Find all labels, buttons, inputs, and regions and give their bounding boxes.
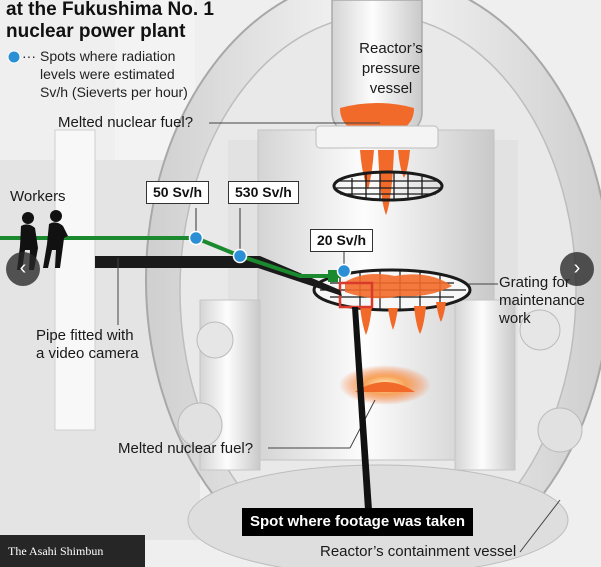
containment-vessel-label: Reactor’s containment vessel — [320, 543, 517, 560]
previous-button[interactable]: ‹ — [6, 252, 40, 286]
pipe-label-2: a video camera — [36, 345, 139, 362]
next-button[interactable]: › — [560, 252, 594, 286]
radiation-value-530: 530 Sv/h — [228, 181, 299, 204]
pipe-label-1: Pipe fitted with — [36, 327, 134, 344]
title-line-2: nuclear power plant — [6, 21, 186, 42]
radiation-value-50: 50 Sv/h — [146, 181, 210, 204]
radiation-value-20: 20 Sv/h — [310, 229, 374, 252]
legend-line-3: Sv/h (Sieverts per hour) — [40, 84, 188, 100]
footage-spot-label: Spot where footage was taken — [242, 508, 474, 536]
pressure-vessel-label-3: vessel — [369, 80, 413, 97]
pressure-vessel-label-1: Reactor’s — [359, 40, 423, 57]
pressure-vessel-label-2: pressure — [361, 60, 421, 77]
melted-fuel-lower-label: Melted nuclear fuel? — [118, 440, 254, 457]
workers-label: Workers — [10, 188, 66, 205]
legend-line-1: Spots where radiation — [40, 48, 176, 64]
grating-label-2: maintenance — [499, 292, 585, 309]
legend-line-2: levels were estimated — [40, 66, 175, 82]
melted-fuel-upper-label: Melted nuclear fuel? — [58, 114, 194, 131]
grating-label-1: Grating for — [499, 274, 570, 291]
chevron-left-icon: ‹ — [19, 257, 27, 279]
legend-marker: ··· — [22, 48, 36, 64]
credit-label: The Asahi Shimbun — [0, 535, 145, 567]
grating-label-3: work — [499, 310, 531, 327]
chevron-right-icon: › — [573, 257, 581, 279]
title-line-1: at the Fukushima No. 1 — [6, 0, 214, 20]
